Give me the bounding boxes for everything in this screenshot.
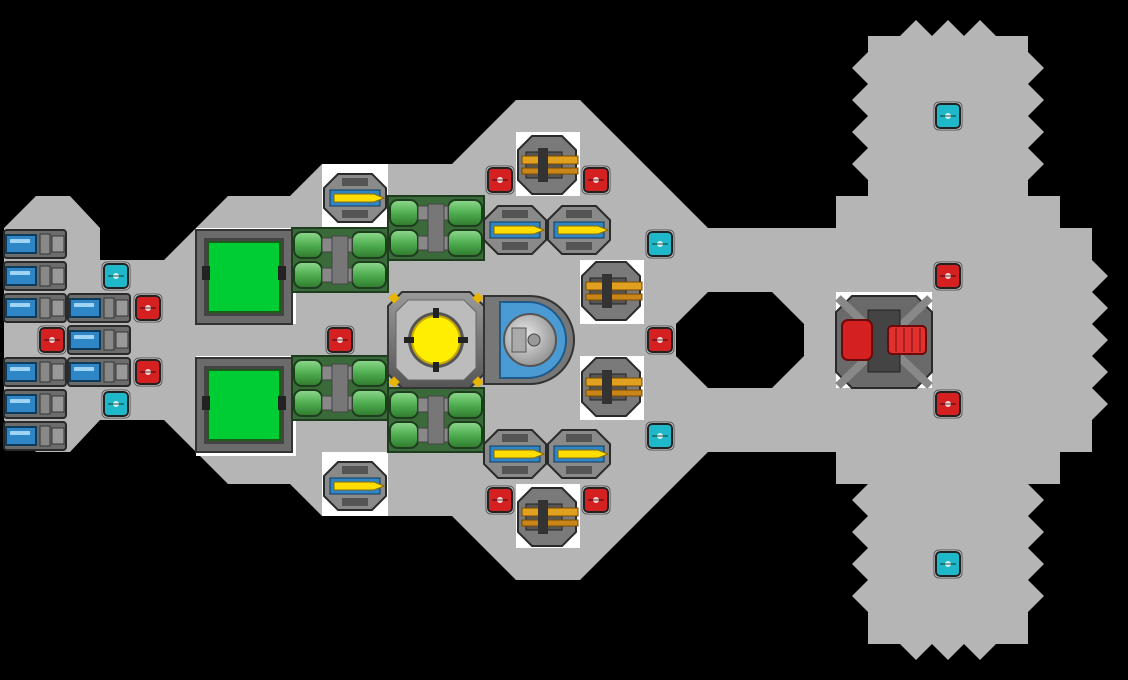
ion-thruster[interactable] bbox=[3, 229, 67, 259]
ion-thruster[interactable] bbox=[3, 421, 67, 451]
power-generator[interactable] bbox=[195, 229, 293, 325]
ion-thruster[interactable] bbox=[3, 389, 67, 419]
power-conduit-red[interactable] bbox=[933, 389, 963, 419]
ion-thruster[interactable] bbox=[3, 357, 67, 387]
power-conduit-red[interactable] bbox=[581, 165, 611, 195]
power-conduit-red[interactable] bbox=[133, 357, 163, 387]
autocannon[interactable] bbox=[517, 487, 579, 547]
ion-thruster[interactable] bbox=[3, 293, 67, 323]
ion-thruster[interactable] bbox=[67, 293, 131, 323]
missile-launcher[interactable] bbox=[323, 461, 387, 511]
engine-block[interactable] bbox=[291, 227, 389, 293]
shield-projector[interactable] bbox=[483, 295, 575, 385]
power-conduit-red[interactable] bbox=[133, 293, 163, 323]
autocannon[interactable] bbox=[517, 135, 579, 195]
shield-conduit-cyan[interactable] bbox=[933, 549, 963, 579]
shield-conduit-cyan[interactable] bbox=[645, 421, 675, 451]
power-conduit-red[interactable] bbox=[933, 261, 963, 291]
missile-launcher[interactable] bbox=[483, 205, 547, 255]
shield-conduit-cyan[interactable] bbox=[101, 261, 131, 291]
power-conduit-red[interactable] bbox=[581, 485, 611, 515]
hull-opening bbox=[676, 292, 804, 388]
ion-thruster[interactable] bbox=[67, 357, 131, 387]
autocannon[interactable] bbox=[581, 261, 643, 321]
ion-thruster[interactable] bbox=[67, 325, 131, 355]
missile-launcher[interactable] bbox=[483, 429, 547, 479]
missile-launcher[interactable] bbox=[323, 173, 387, 223]
power-conduit-red[interactable] bbox=[325, 325, 355, 355]
power-conduit-red[interactable] bbox=[37, 325, 67, 355]
missile-launcher[interactable] bbox=[547, 429, 611, 479]
shield-conduit-cyan[interactable] bbox=[645, 229, 675, 259]
reactor-core[interactable] bbox=[387, 291, 485, 389]
power-conduit-red[interactable] bbox=[485, 165, 515, 195]
engine-block[interactable] bbox=[291, 355, 389, 421]
engine-block[interactable] bbox=[387, 387, 485, 453]
missile-launcher[interactable] bbox=[547, 205, 611, 255]
shield-conduit-cyan[interactable] bbox=[933, 101, 963, 131]
heavy-laser-turret[interactable] bbox=[835, 295, 933, 389]
engine-block[interactable] bbox=[387, 195, 485, 261]
power-generator[interactable] bbox=[195, 357, 293, 453]
ion-thruster[interactable] bbox=[3, 261, 67, 291]
autocannon[interactable] bbox=[581, 357, 643, 417]
shield-conduit-cyan[interactable] bbox=[101, 389, 131, 419]
corridor bbox=[196, 324, 296, 356]
power-conduit-red[interactable] bbox=[485, 485, 515, 515]
power-conduit-red[interactable] bbox=[645, 325, 675, 355]
